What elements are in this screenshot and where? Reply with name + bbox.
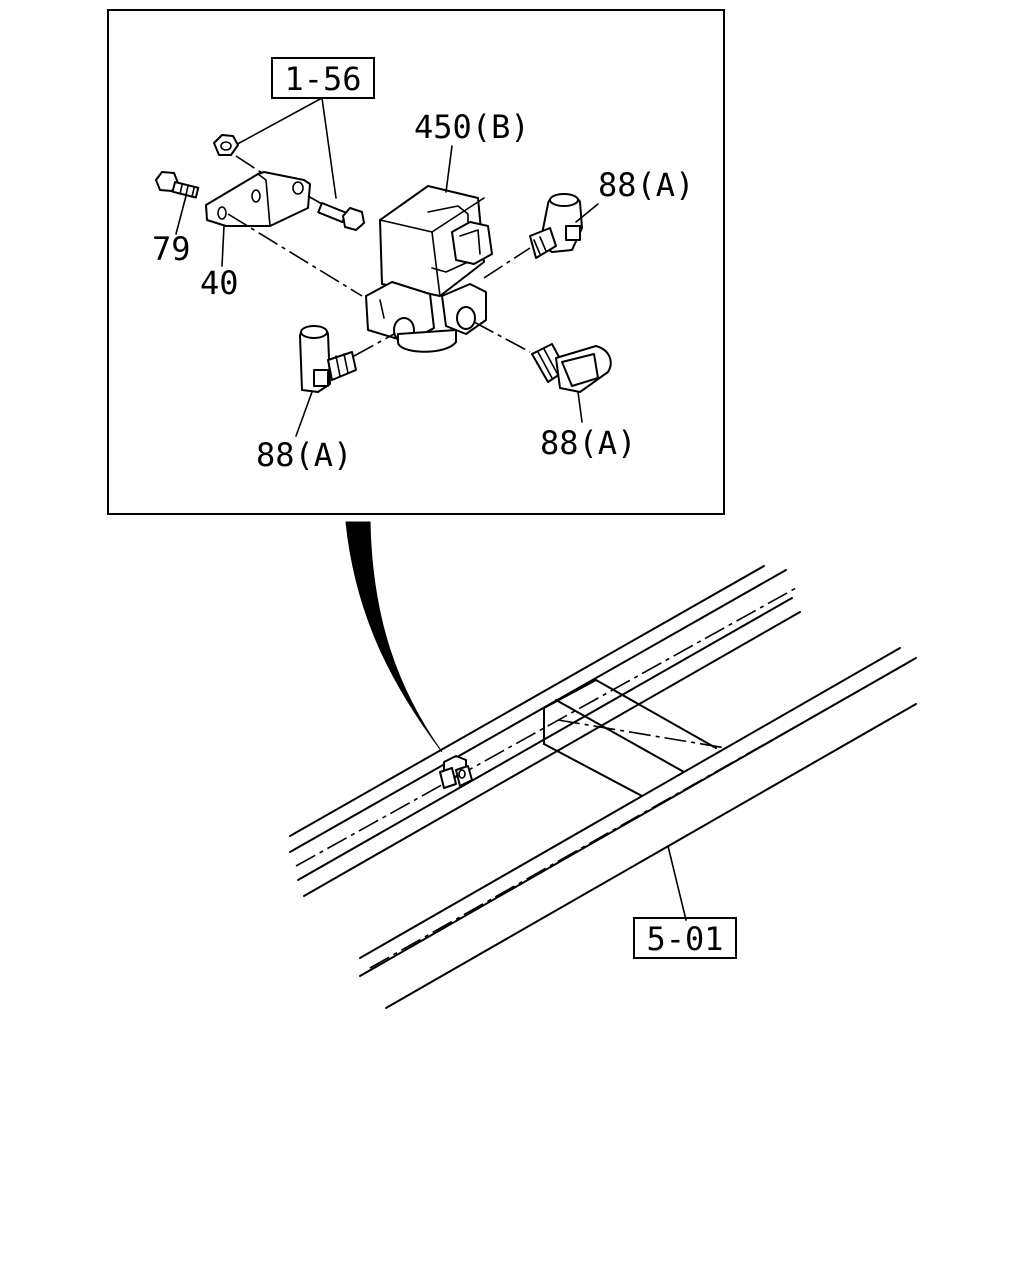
ref-label-1-56: 1-56 — [284, 60, 361, 98]
callout-450b: 450(B) — [414, 108, 530, 146]
leader-arrow — [345, 521, 443, 753]
fitting-88a-top-right-icon: 88(A) — [483, 166, 694, 279]
bolt-79-icon: 79 — [152, 171, 200, 268]
ref-box-1-56: 1-56 — [231, 57, 375, 199]
chassis-frame — [289, 565, 917, 1009]
fitting-88a-left-icon: 88(A) — [256, 325, 395, 474]
detail-frame — [107, 9, 725, 515]
callout-88a-top-right: 88(A) — [598, 166, 694, 204]
fitting-88a-bottom-right-icon: 88(A) — [473, 321, 636, 462]
ref-label-5-01: 5-01 — [646, 920, 723, 958]
bracket-40-icon: 40 — [200, 171, 311, 302]
bolt-icon — [307, 195, 365, 231]
callout-79: 79 — [152, 230, 191, 268]
callout-88a-bottom-right: 88(A) — [540, 424, 636, 462]
valve-450b-icon: 450(B) — [365, 108, 530, 353]
valve-location-icon — [439, 755, 473, 789]
flange-nut-icon — [213, 134, 263, 174]
ref-box-5-01: 5-01 — [633, 845, 737, 959]
callout-88a-left: 88(A) — [256, 436, 352, 474]
callout-40: 40 — [200, 264, 239, 302]
